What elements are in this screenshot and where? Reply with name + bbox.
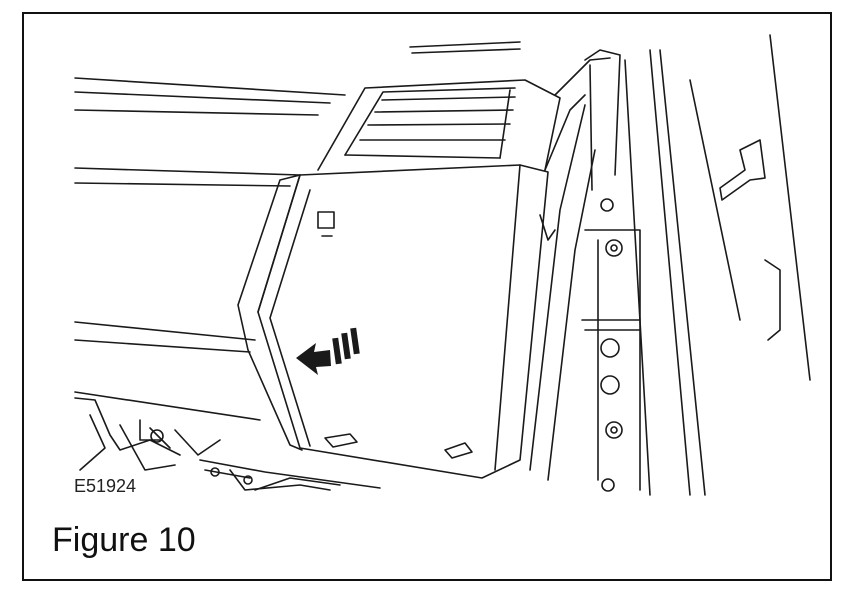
figure-caption: Figure 10 [52,521,196,559]
lower-dashboard [74,397,381,491]
dashboard-surface [74,167,301,421]
air-vent-housing [317,79,561,171]
dashboard-vent-illustration [74,34,811,496]
figure-id-label: E51924 [74,476,137,496]
side-trim-panel [237,164,549,479]
hinge-bolts [581,198,641,492]
windscreen-lines [74,41,521,116]
figure-frame [22,12,832,581]
arrow-left-icon [296,327,360,375]
a-pillar-door-frame [529,34,811,496]
